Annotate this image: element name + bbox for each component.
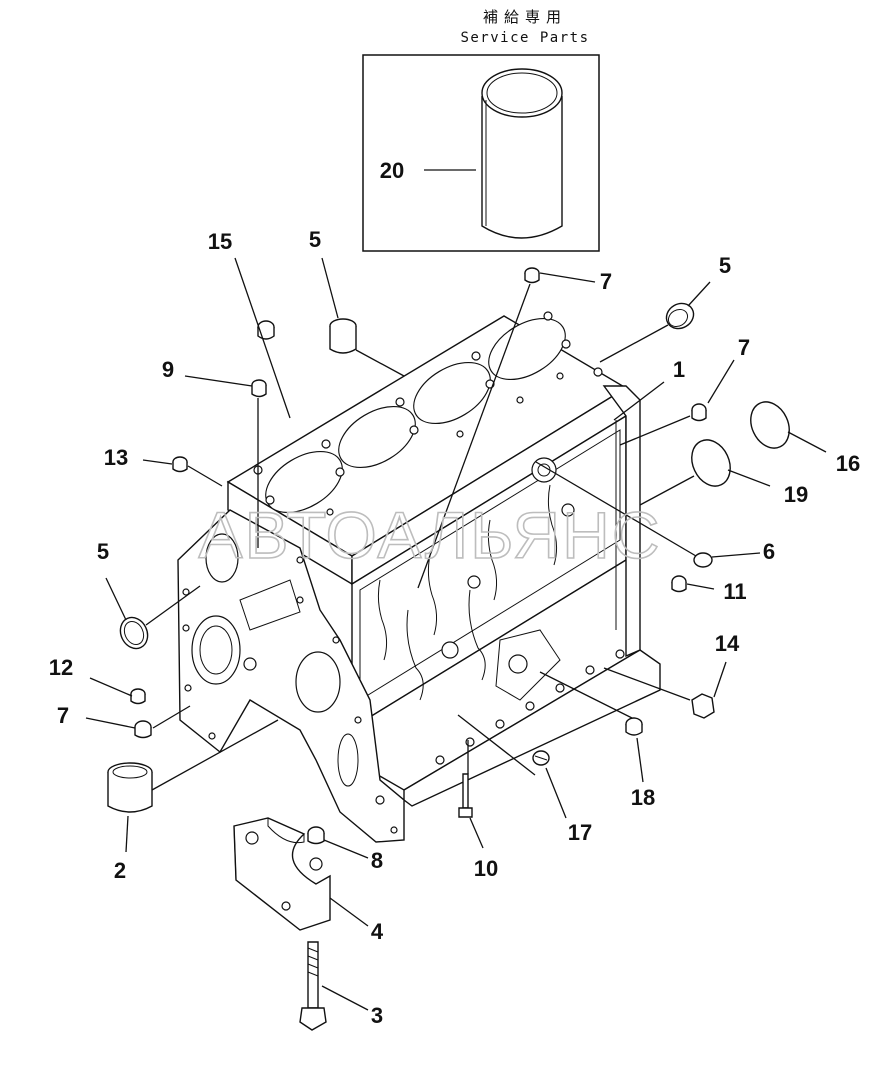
callout-8: 8	[371, 848, 383, 873]
callout-10: 10	[474, 856, 498, 881]
callout-5-top: 5	[309, 227, 321, 252]
service-parts-title-en: Service Parts	[460, 30, 590, 46]
callout-20: 20	[380, 158, 404, 183]
cylinder-liner-part	[481, 68, 563, 239]
dowel-8	[307, 826, 325, 845]
callout-18: 18	[631, 785, 655, 810]
main-bearing-cap-4	[233, 817, 331, 931]
bolt-3	[299, 941, 327, 1031]
plug-11	[671, 575, 687, 593]
callout-19: 19	[784, 482, 808, 507]
leader-lines	[85, 169, 827, 1011]
callout-1: 1	[673, 357, 685, 382]
callout-16: 16	[836, 451, 860, 476]
cylinder-bore-2	[338, 405, 416, 469]
plug-9	[251, 379, 267, 398]
callout-4: 4	[371, 919, 384, 944]
callout-7-right: 7	[738, 335, 750, 360]
callout-9: 9	[162, 357, 174, 382]
service-parts-box	[362, 54, 600, 252]
service-parts-title-jp: 補給専用	[482, 8, 567, 26]
expansion-plug-5-right	[665, 302, 695, 330]
callout-7-top: 7	[600, 269, 612, 294]
callout-17: 17	[568, 820, 592, 845]
ring-5-left	[119, 616, 149, 650]
plug-7-left	[134, 720, 152, 739]
cylinder-bore-3	[413, 361, 491, 425]
callout-12: 12	[49, 655, 73, 680]
bolt-10	[458, 773, 473, 818]
cylinder-block	[177, 311, 661, 843]
gasket-19	[691, 439, 731, 487]
callout-7-left: 7	[57, 703, 69, 728]
plug-14	[691, 693, 715, 719]
plug-7-top	[524, 267, 540, 284]
callout-5-left: 5	[97, 539, 109, 564]
callout-15: 15	[208, 229, 232, 254]
callout-2: 2	[114, 858, 126, 883]
callout-labels: 20 15 5 7 5 9 1 7 13 16 19 5 6 11 14 12 …	[49, 158, 860, 1028]
callout-13: 13	[104, 445, 128, 470]
plug-18	[625, 717, 643, 736]
plug-17	[532, 750, 550, 766]
callout-6: 6	[763, 539, 775, 564]
callout-3: 3	[371, 1003, 383, 1028]
gasket-16	[750, 401, 790, 449]
plug-13	[172, 456, 188, 473]
plug-7-right	[691, 403, 707, 422]
front-plate	[177, 509, 405, 843]
plug-12	[130, 688, 146, 705]
plug-6	[693, 552, 713, 568]
callout-11: 11	[723, 579, 746, 604]
callout-14: 14	[715, 631, 740, 656]
callout-5-right: 5	[719, 253, 731, 278]
watermark: АВТОАЛЬЯНС	[199, 498, 662, 572]
bushing-2	[107, 762, 153, 813]
expansion-plug-5-top	[329, 318, 357, 354]
